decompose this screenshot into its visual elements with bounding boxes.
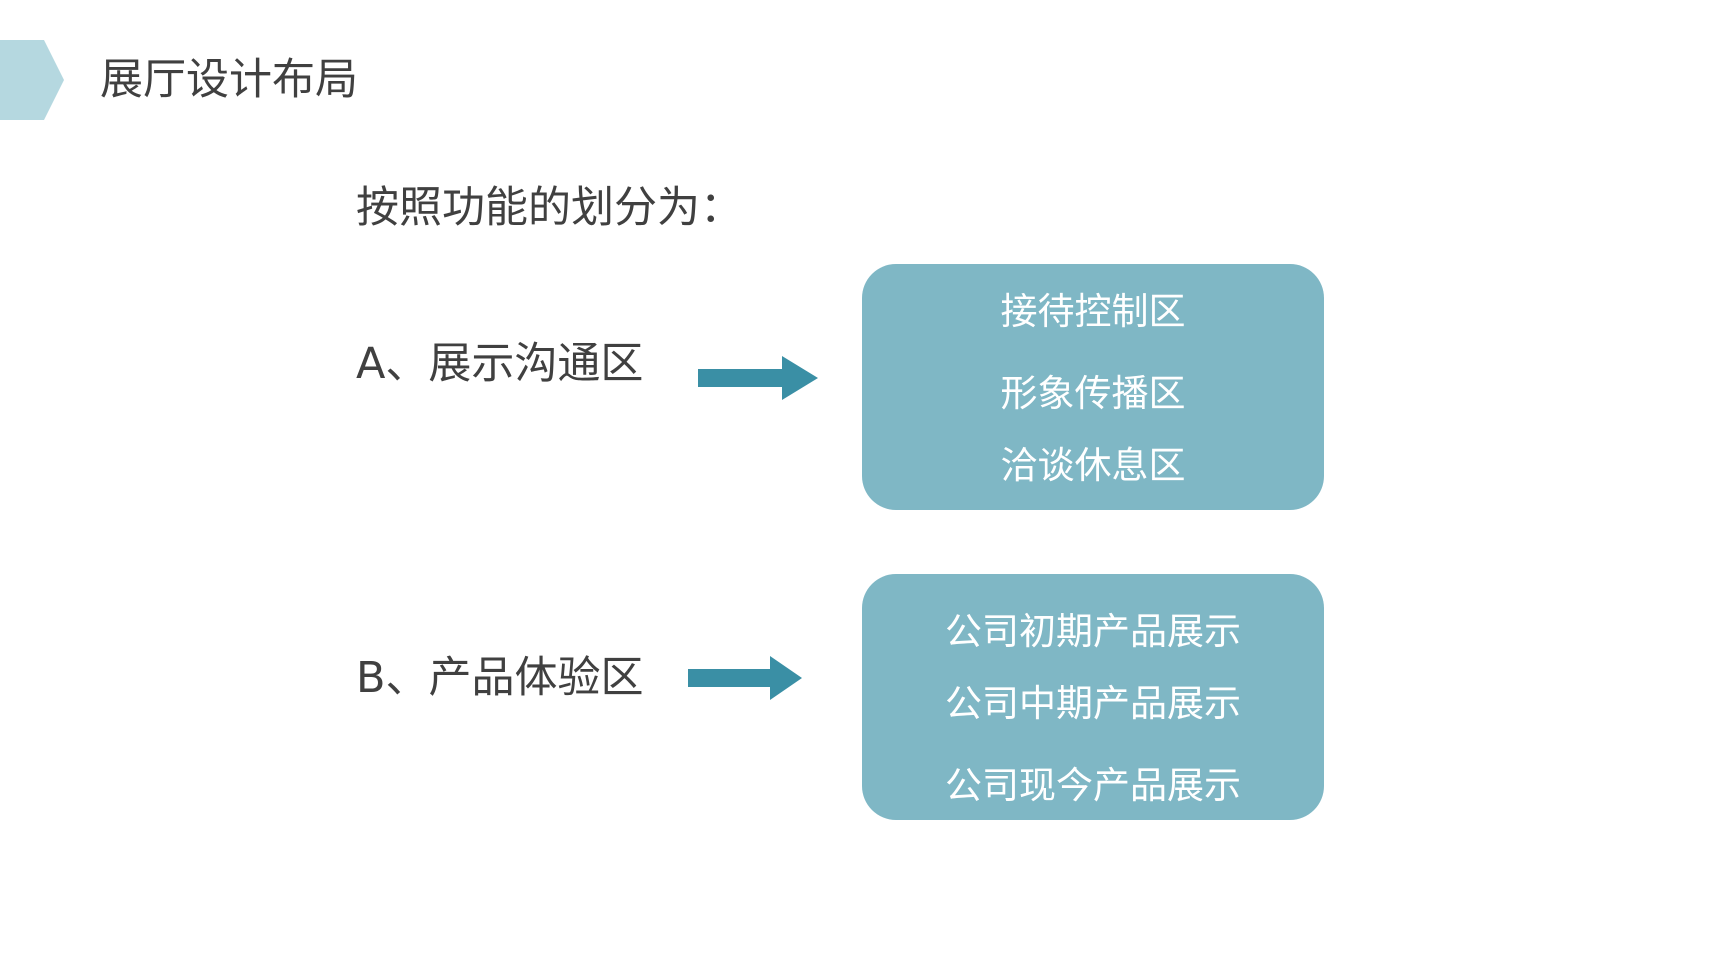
- arrow-right-icon: [688, 656, 802, 700]
- slide-title: 展厅设计布局: [100, 55, 358, 105]
- zone-item: 洽谈休息区: [1000, 444, 1186, 487]
- zone-item: 公司初期产品展示: [945, 610, 1241, 653]
- arrow-right-icon: [698, 356, 818, 400]
- zone-item: 形象传播区: [1000, 372, 1186, 415]
- zone-box-b: 公司初期产品展示 公司中期产品展示 公司现今产品展示: [862, 574, 1324, 820]
- zone-item: 公司中期产品展示: [945, 682, 1241, 725]
- intro-text: 按照功能的划分为：: [356, 183, 743, 233]
- group-label-a: A、展示沟通区: [356, 339, 644, 389]
- header-tab-shape: [0, 40, 64, 120]
- zone-item: 接待控制区: [1000, 290, 1186, 333]
- group-label-b: B、产品体验区: [356, 653, 644, 703]
- zone-item: 公司现今产品展示: [945, 764, 1241, 807]
- zone-box-a: 接待控制区 形象传播区 洽谈休息区: [862, 264, 1324, 510]
